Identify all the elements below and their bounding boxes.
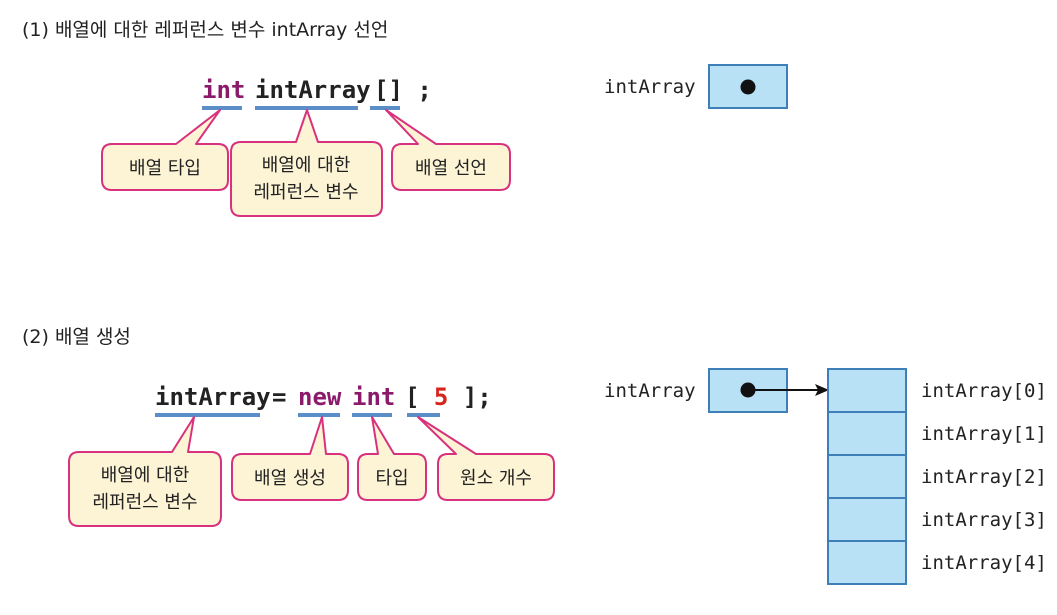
array-cell-0 xyxy=(827,368,907,413)
element-label-3: intArray[3] xyxy=(921,509,1047,531)
callout2-ref-var-text-2: 레퍼런스 변수 xyxy=(92,492,197,513)
code-type-keyword: int xyxy=(202,76,245,104)
array-cell-3 xyxy=(827,497,907,542)
section1-code: int intArray [] ; xyxy=(202,76,432,104)
section1-title: (1) 배열에 대한 레퍼런스 변수 intArray 선언 xyxy=(22,19,388,41)
callout-ref-var-text-2: 레퍼런스 변수 xyxy=(253,182,358,203)
array-cell-4 xyxy=(827,540,907,585)
callout-array-decl xyxy=(385,109,511,191)
code-semicolon: ; xyxy=(417,76,431,104)
element-label-0: intArray[0] xyxy=(921,380,1047,402)
code2-size-number: 5 xyxy=(434,383,448,411)
code-var-name: intArray xyxy=(255,76,371,104)
code2-new-keyword: new xyxy=(298,383,342,411)
callout2-type-text: 타입 xyxy=(375,468,408,489)
callout2-ref-var-text-1: 배열에 대한 xyxy=(101,465,190,486)
element-label-4: intArray[4] xyxy=(921,552,1047,574)
array-cell-2 xyxy=(827,454,907,499)
callout-array-type xyxy=(101,109,229,191)
code2-close: ]; xyxy=(463,383,492,411)
array-cell-1 xyxy=(827,411,907,456)
code-brackets: [] xyxy=(374,76,403,104)
callout2-array-create xyxy=(231,416,349,501)
var-label-2: intArray xyxy=(604,380,696,402)
var-label-1: intArray xyxy=(604,76,696,98)
callout2-array-create-text: 배열 생성 xyxy=(254,468,326,489)
section2-title: (2) 배열 생성 xyxy=(22,326,131,348)
callout2-ref-var xyxy=(68,416,222,527)
null-reference-dot xyxy=(740,79,756,95)
array-cells xyxy=(827,368,907,585)
reference-box-1 xyxy=(708,64,788,109)
callout2-element-count-text: 원소 개수 xyxy=(460,468,532,489)
section2-code: intArray = new int [ 5 ]; xyxy=(155,383,492,411)
code2-type-keyword: int xyxy=(352,383,395,411)
element-label-1: intArray[1] xyxy=(921,423,1047,445)
callout-array-type-text: 배열 타입 xyxy=(129,158,201,179)
element-label-2: intArray[2] xyxy=(921,466,1047,488)
callout2-element-count xyxy=(417,416,555,501)
code2-assign: = xyxy=(272,383,286,411)
callout-ref-var xyxy=(230,109,383,217)
callout2-type xyxy=(357,416,427,501)
callout-ref-var-text-1: 배열에 대한 xyxy=(262,155,351,176)
callout-array-decl-text: 배열 선언 xyxy=(415,158,487,179)
code2-open-bracket: [ xyxy=(405,383,419,411)
reference-arrow-head xyxy=(815,384,829,396)
code2-var-name: intArray xyxy=(155,383,271,411)
